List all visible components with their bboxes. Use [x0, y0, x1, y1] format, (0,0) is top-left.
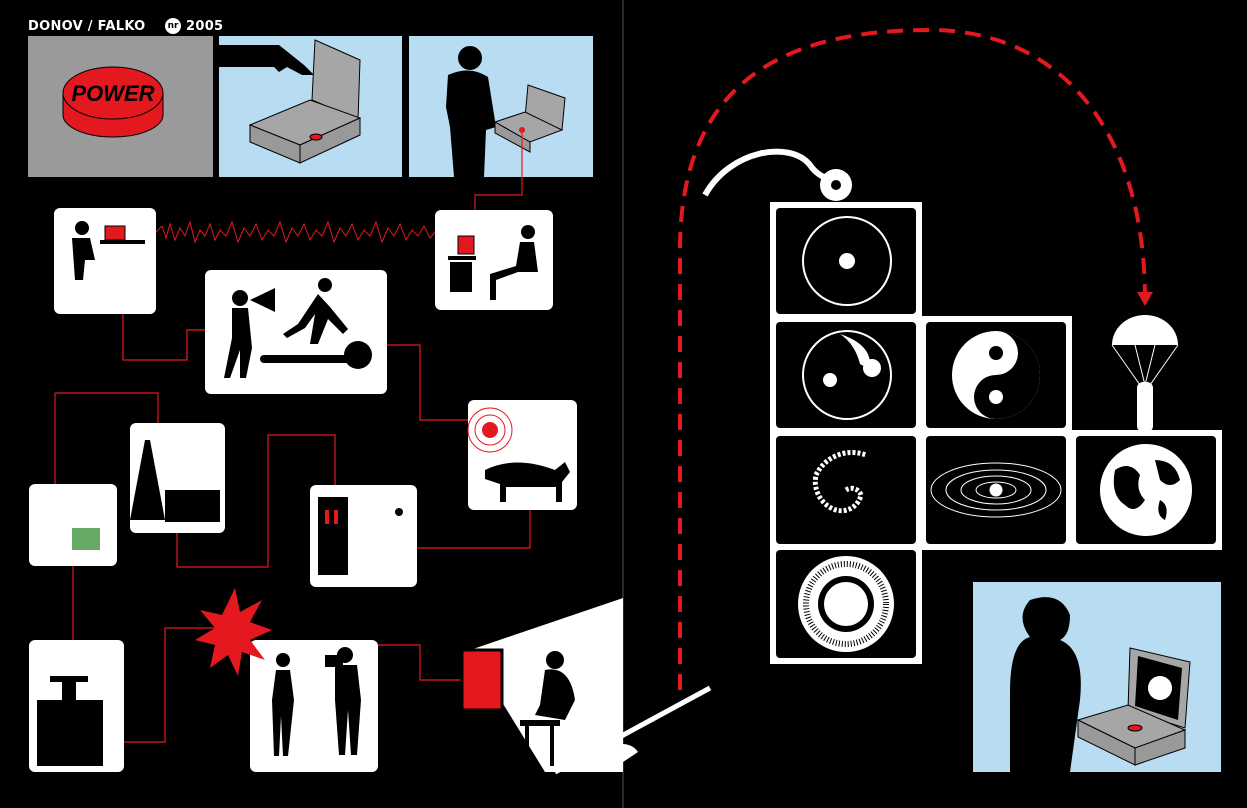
finger-case-panel: [219, 36, 402, 177]
year-label: 2005: [186, 19, 224, 34]
earth-icon: [1100, 444, 1192, 536]
power-button-panel: POWER: [28, 36, 213, 177]
split-icon: [802, 330, 892, 420]
explosion-icon: [195, 588, 272, 676]
publisher-logo: nr: [165, 18, 181, 34]
money-hand-vignette: [29, 484, 117, 566]
power-button-label: POWER: [71, 81, 154, 106]
singularity-icon: [802, 216, 892, 306]
tv-viewer-scene: [460, 598, 712, 775]
arrowhead-icon: [1137, 292, 1153, 306]
pointing-hand-icon: [219, 45, 314, 75]
final-man-case-panel: [973, 582, 1221, 772]
cosmic-grid: [770, 202, 1222, 664]
solar-system-icon: [930, 462, 1062, 518]
yin-yang-icon: [952, 331, 1040, 419]
galaxy-icon: [812, 449, 867, 514]
man-silhouette: [446, 70, 496, 177]
big-bang-icon: [798, 556, 894, 652]
seesaw-plank: [553, 685, 712, 775]
office-worker-vignette: [54, 208, 156, 314]
signal-wave: [155, 220, 436, 244]
parachute-bomb-icon: [1111, 315, 1179, 432]
authors-credit: DONOV / FALKO: [28, 19, 146, 34]
man-case-panel: [409, 36, 593, 177]
